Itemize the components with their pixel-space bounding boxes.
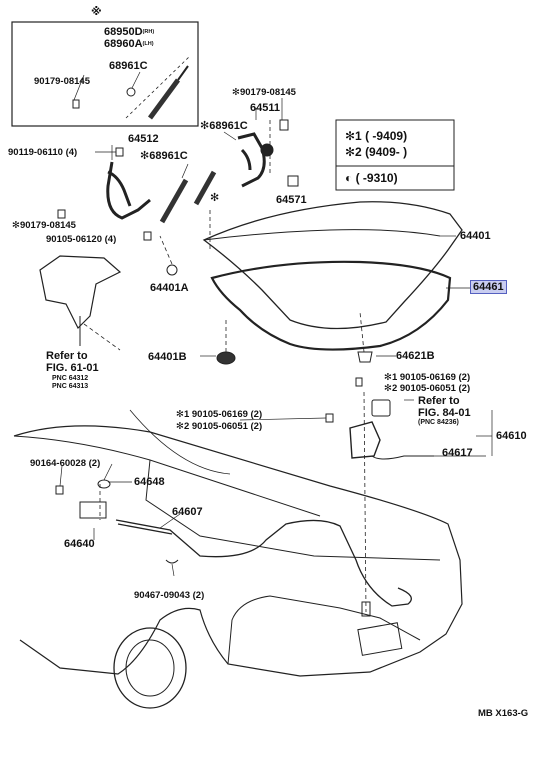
- bolt-90164-icon: [55, 485, 64, 495]
- hinge-right-icon: [237, 132, 266, 188]
- hinge-left-icon: [106, 161, 151, 220]
- label-90164: 90164-60028 (2): [30, 458, 101, 469]
- asterisk-top: ※: [91, 6, 102, 18]
- bolt-90179-left-icon: [57, 209, 66, 219]
- label-90105-06051-right: ✻2 90105-06051 (2): [384, 383, 471, 394]
- label-pnc-64313: PNC 64313: [52, 383, 89, 390]
- trunk-lid-icon: [202, 201, 463, 330]
- opener-64640-icon: [79, 501, 107, 519]
- footer-code: MB X163-G: [478, 708, 529, 719]
- label-pnc-84236: (PNC 84236): [418, 419, 459, 426]
- legend-row-3: ◐ ( -9310): [345, 171, 398, 185]
- bolt-90105-right-icon: [355, 377, 363, 387]
- label-68950d: 68950D(RH): [104, 26, 155, 38]
- label-64571: 64571: [276, 194, 307, 206]
- label-64401: 64401: [460, 230, 491, 242]
- label-68961c-a: ✻68961C: [200, 120, 248, 132]
- label-64461-highlighted[interactable]: 64461: [470, 280, 507, 294]
- label-64617: 64617: [442, 447, 473, 459]
- label-64401a: 64401A: [150, 282, 189, 294]
- hinge-bushing-icon: [260, 143, 274, 157]
- label-64512: 64512: [128, 133, 159, 145]
- weatherstrip-icon: [210, 260, 452, 351]
- label-68960a: 68960A(LH): [104, 38, 154, 50]
- label-90105-06169-center: ✻1 90105-06169 (2): [176, 409, 263, 420]
- label-90179-left: ✻90179-08145: [12, 220, 76, 231]
- label-68961c-inset: 68961C: [109, 60, 148, 72]
- label-90105-06169-right: ✻1 90105-06169 (2): [384, 372, 471, 383]
- lock-lever-icon: [361, 601, 371, 617]
- legend-row-1: ✻1 ( -9409): [345, 129, 408, 143]
- lock-cylinder-icon: [371, 399, 391, 417]
- label-refer-84: Refer to: [418, 395, 460, 407]
- label-refer-61: Refer to: [46, 350, 88, 362]
- cushion-64401b-icon: [216, 351, 236, 365]
- label-90105-06051-center: ✻2 90105-06051 (2): [176, 421, 263, 432]
- callout-lines: [59, 71, 493, 577]
- inset-bolt-icon: [72, 99, 80, 109]
- inset-gas-strut-icon: [125, 55, 191, 120]
- lock-64610-icon: [349, 421, 381, 459]
- rear-wheel-icon: [113, 627, 187, 709]
- label-fig-84[interactable]: FIG. 84-01: [418, 407, 471, 419]
- bolt-90105-icon: [143, 231, 152, 241]
- car-body-icon: [13, 425, 463, 677]
- label-90179-inset: 90179-08145: [34, 76, 90, 87]
- legend-box: [335, 119, 455, 191]
- license-plate-icon: [357, 622, 403, 656]
- label-90105-06120: 90105-06120 (4): [46, 234, 117, 245]
- label-fig-61[interactable]: FIG. 61-01: [46, 362, 99, 374]
- bolt-90119-icon: [115, 147, 124, 157]
- bolt-90105-center-icon: [325, 413, 334, 423]
- label-pnc-64312: PNC 64312: [52, 375, 89, 382]
- label-64607: 64607: [172, 506, 203, 518]
- clamp-90467-icon: [165, 559, 179, 564]
- bolt-top-icon: [279, 119, 289, 131]
- clip-64571-icon: [287, 175, 299, 187]
- label-64640: 64640: [64, 538, 95, 550]
- cable-64617-icon: [371, 455, 434, 460]
- label-64610: 64610: [496, 430, 527, 442]
- legend-row-2: ✻2 (9409- ): [345, 145, 408, 159]
- strut-left-icon: [159, 178, 189, 224]
- label-64621b: 64621B: [396, 350, 435, 362]
- hinge-bracket-icon: [39, 255, 122, 330]
- label-90119: 90119-06110 (4): [8, 147, 78, 158]
- inset-clip-icon: [126, 87, 136, 97]
- label-90179-top: ✻90179-08145: [232, 87, 296, 98]
- label-68961c-b: ✻68961C: [140, 150, 188, 162]
- label-64648: 64648: [134, 476, 165, 488]
- cushion-64401a-icon: [166, 264, 178, 276]
- inset-box: [11, 21, 199, 127]
- striker-64621b-icon: [357, 351, 373, 363]
- label-64401b: 64401B: [148, 351, 187, 363]
- label-64511: 64511: [250, 102, 280, 114]
- release-cable-64607-icon: [115, 519, 412, 607]
- label-star-lone: ✻: [210, 192, 220, 204]
- label-90467: 90467-09043 (2): [134, 590, 205, 601]
- strut-right-icon: [193, 170, 217, 206]
